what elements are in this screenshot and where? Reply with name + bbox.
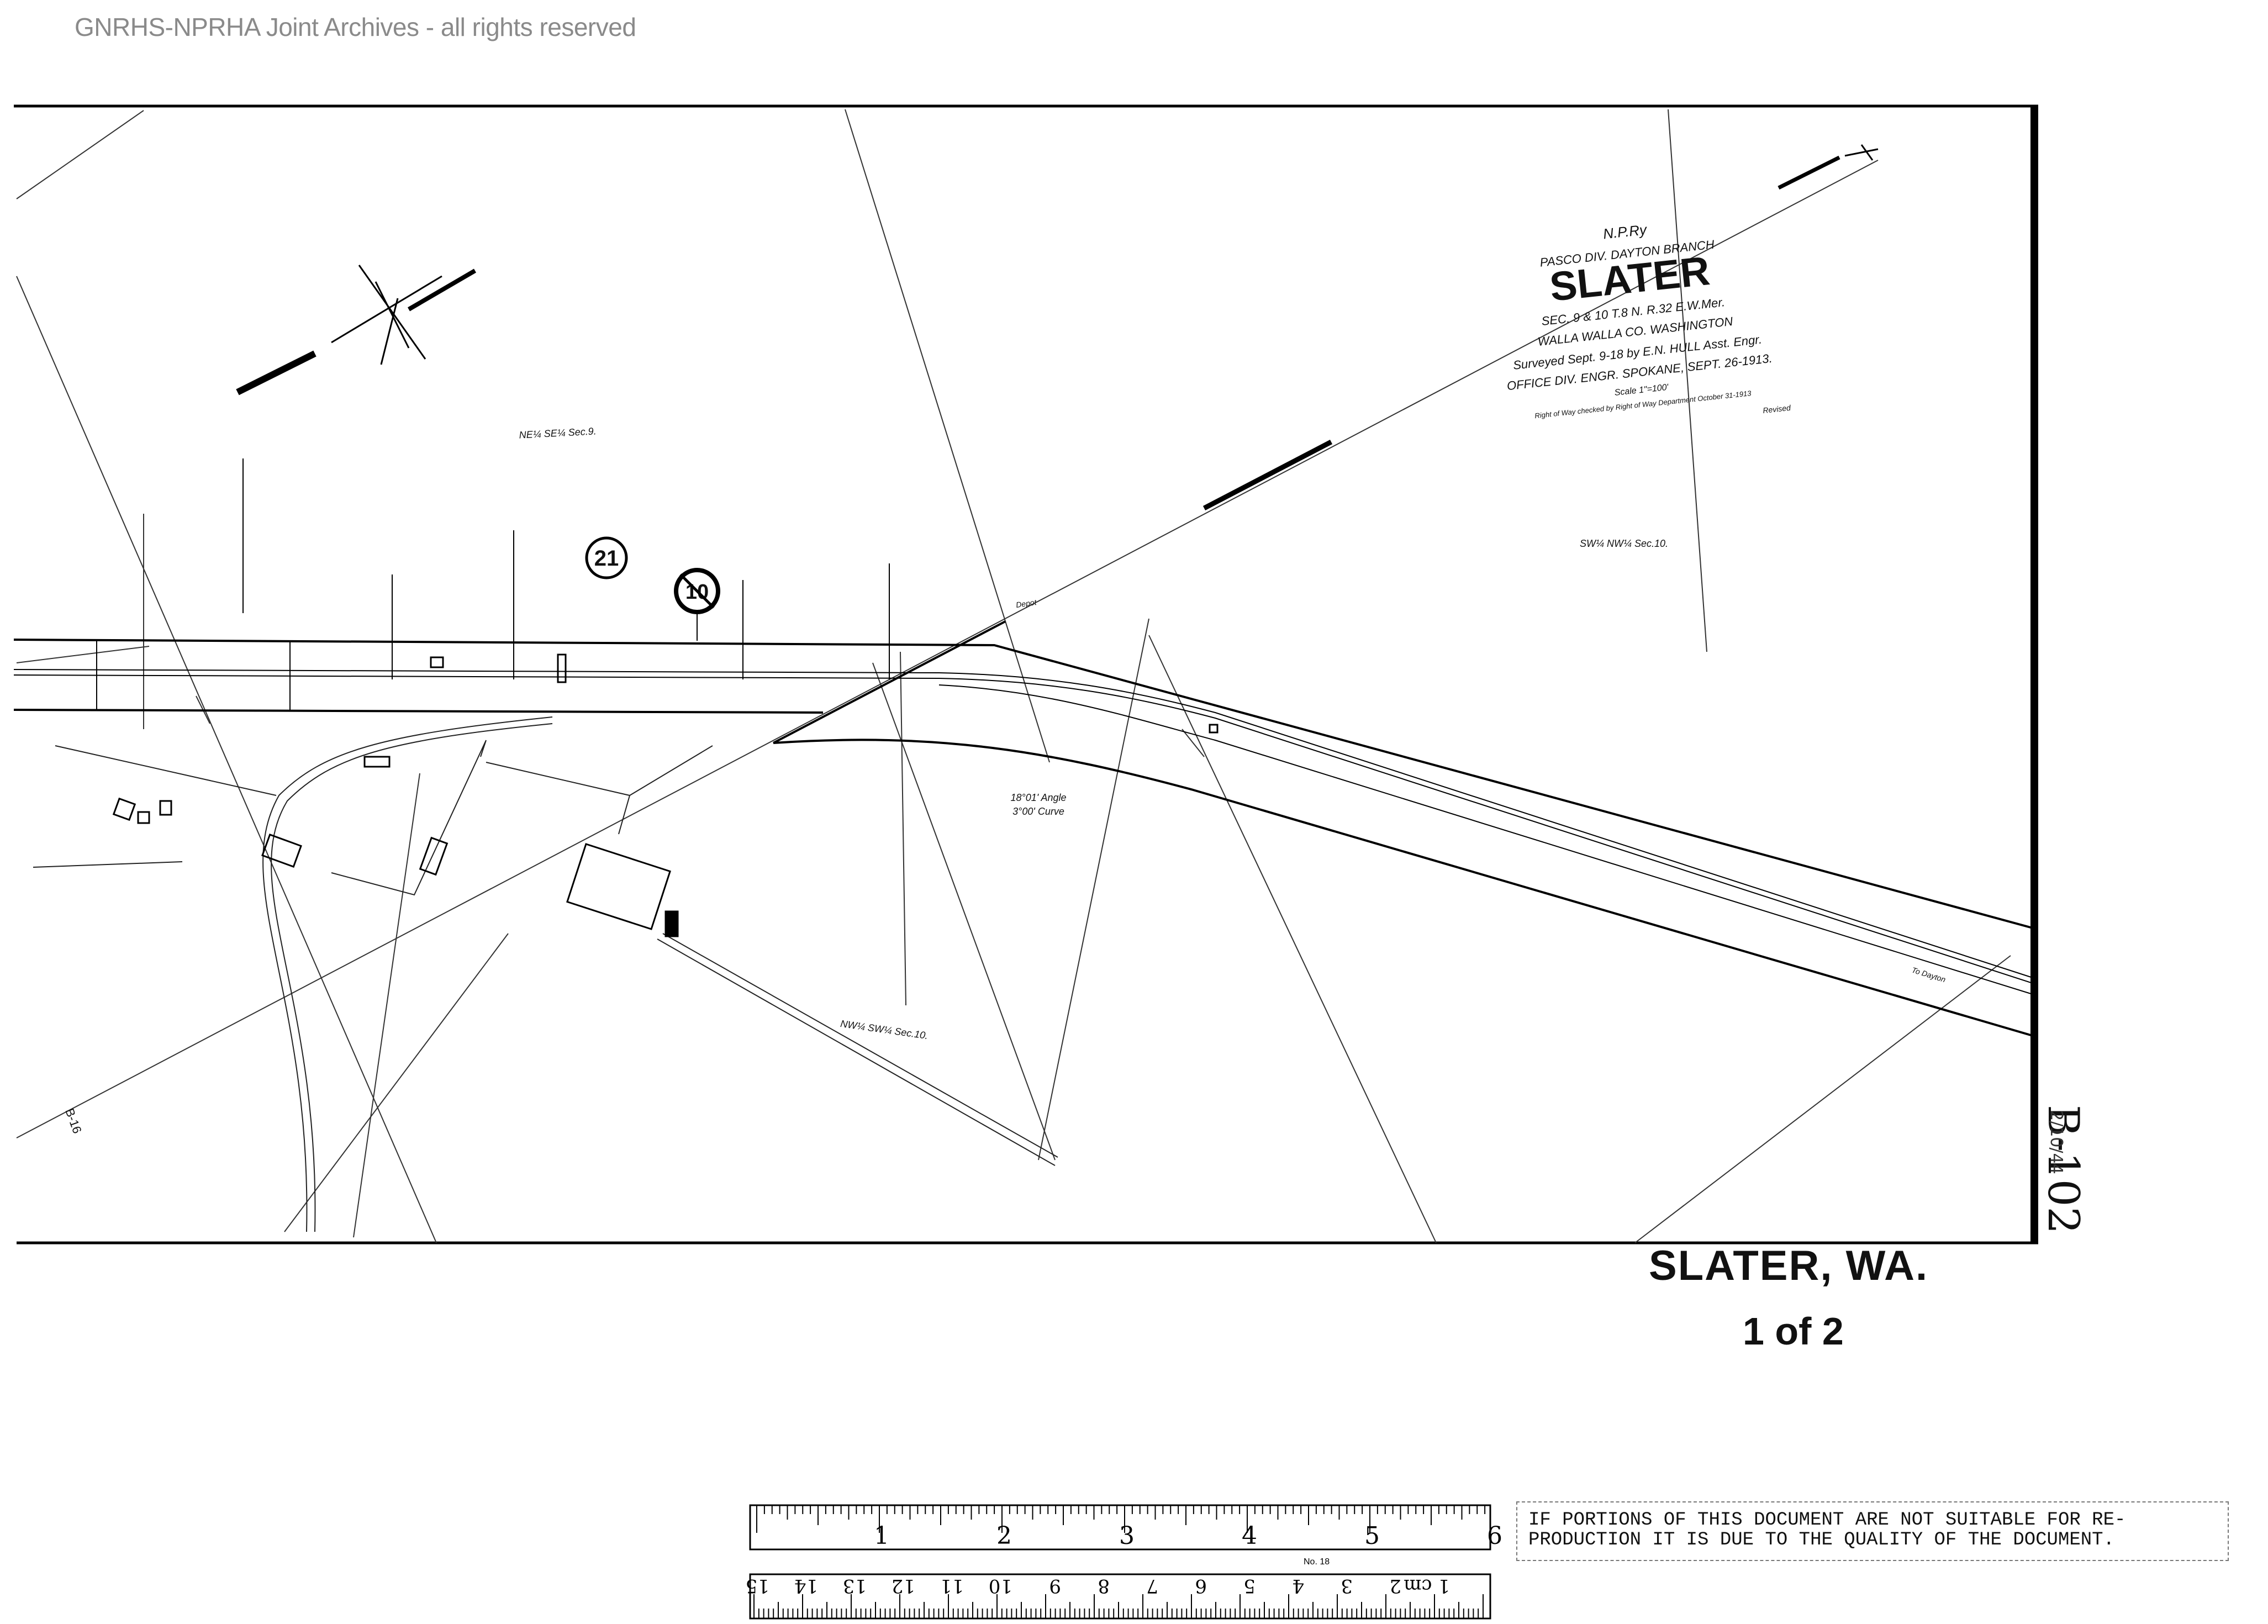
roads <box>33 716 1058 1232</box>
cm-label: 2 <box>1389 1575 1401 1597</box>
cm-label: 11 <box>940 1575 964 1597</box>
notice-line-2: PRODUCTION IT IS DUE TO THE QUALITY OF T… <box>1528 1530 2114 1551</box>
label-sw-quarter: SW¼ NW¼ Sec.10. <box>1580 538 1668 549</box>
circle-marker-10: 10 <box>674 568 720 641</box>
cm-label: 7 <box>1146 1575 1158 1597</box>
map-labels: NE¼ SE¼ Sec.9. SW¼ NW¼ Sec.10. NW¼ SW¼ S… <box>62 425 1947 1135</box>
right-of-way-lines <box>13 620 2033 1037</box>
label-ne-quarter: NE¼ SE¼ Sec.9. <box>519 425 597 440</box>
inch-label: 4 <box>1242 1522 1257 1550</box>
spur-tracks <box>236 155 1840 510</box>
sheet-count: 1 of 2 <box>1743 1310 1844 1353</box>
label-curve-radius: 3°00' Curve <box>1012 806 1064 817</box>
label-to-dayton: To Dayton <box>1911 966 1947 984</box>
inch-label: 2 <box>996 1522 1012 1550</box>
cm-label: 5 <box>1243 1575 1256 1597</box>
title-scale: Scale 1"=100' <box>1614 383 1669 398</box>
title-railway: N.P.Ry <box>1602 221 1649 242</box>
cm-label: 14 <box>794 1575 818 1597</box>
north-arrow-right <box>1844 144 1879 161</box>
reproduction-notice: IF PORTIONS OF THIS DOCUMENT ARE NOT SUI… <box>1516 1501 2229 1561</box>
cm-label: 10 <box>989 1575 1012 1597</box>
cm-label: 13 <box>843 1575 867 1597</box>
track-stations <box>96 458 890 710</box>
document-stamp-date: 2/10/44 <box>2047 1110 2066 1174</box>
inch-label: 6 <box>1487 1522 1502 1550</box>
archive-watermark: GNRHS-NPRHA Joint Archives - all rights … <box>75 13 636 41</box>
cm-label: 1 cm <box>1404 1575 1450 1597</box>
sheet-title: SLATER, WA. <box>1649 1242 1929 1289</box>
cm-label: 4 <box>1292 1575 1304 1597</box>
circle-21-label: 21 <box>594 546 619 571</box>
notice-line-1: IF PORTIONS OF THIS DOCUMENT ARE NOT SUI… <box>1528 1510 2126 1531</box>
cm-label: 6 <box>1195 1575 1207 1597</box>
north-arrow-left <box>331 265 442 365</box>
circle-marker-21: 21 <box>585 536 628 579</box>
cm-label: 8 <box>1098 1575 1110 1597</box>
title-revised: Revised <box>1763 403 1792 415</box>
inch-label: 1 <box>874 1522 889 1550</box>
inch-label: 5 <box>1364 1522 1380 1550</box>
map-frame <box>14 104 2038 1245</box>
main-track <box>13 669 2033 995</box>
cm-label: 12 <box>892 1575 915 1597</box>
buildings <box>112 653 1219 937</box>
ruler-maker: No. 18 <box>1304 1557 1330 1567</box>
label-nw-quarter: NW¼ SW¼ Sec.10. <box>840 1018 929 1041</box>
section-lines <box>16 109 2011 1243</box>
label-depot: Depot <box>1015 598 1037 609</box>
cm-label: 9 <box>1049 1575 1061 1597</box>
label-ref-b16: B-16 <box>62 1106 84 1135</box>
inch-label: 3 <box>1119 1522 1135 1550</box>
cm-label: 15 <box>746 1575 769 1597</box>
title-block: N.P.Ry PASCO DIV. DAYTON BRANCH SLATER S… <box>1506 221 1792 420</box>
cm-label: 3 <box>1341 1575 1353 1597</box>
label-curve-angle: 18°01' Angle <box>1010 792 1066 803</box>
